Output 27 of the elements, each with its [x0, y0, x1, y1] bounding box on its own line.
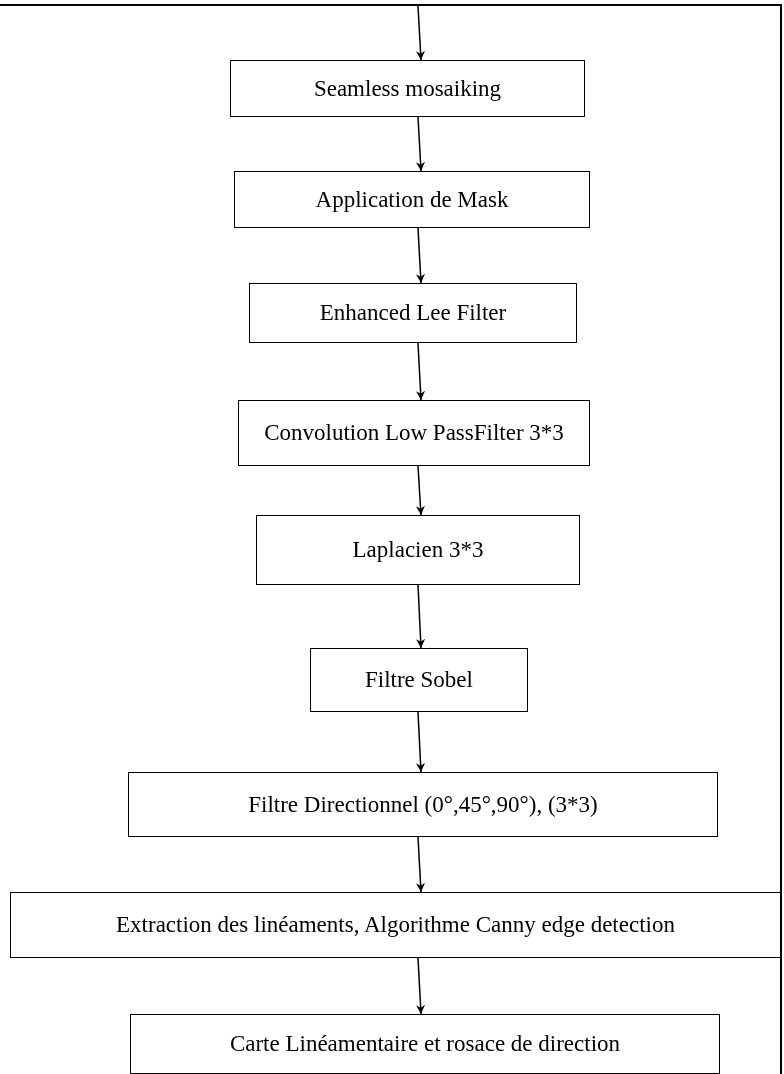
- step-label: Filtre Sobel: [365, 667, 473, 693]
- step-label: Laplacien 3*3: [352, 537, 484, 563]
- step-label: Extraction des linéaments, Algorithme Canny edge detection: [116, 912, 675, 938]
- process-box: [230, 60, 585, 117]
- step-label: Filtre Directionnel (0°,45°,90°), (3*3): [248, 791, 598, 818]
- process-box: [10, 892, 781, 958]
- step-label: Carte Linéamentaire et rosace de direction: [229, 1031, 621, 1057]
- arrow: [415, 465, 425, 516]
- process-box: [256, 515, 580, 585]
- arrow: [416, 342, 425, 401]
- arrow: [416, 227, 425, 284]
- step-label: Enhanced Lee Filter: [319, 300, 507, 326]
- arrow: [416, 116, 425, 172]
- process-box: [310, 648, 528, 712]
- process-box: [238, 400, 590, 466]
- arrow: [416, 711, 426, 773]
- process-box: [249, 283, 577, 343]
- process-box: [128, 772, 718, 837]
- process-box: [130, 1014, 720, 1074]
- arrow: [416, 957, 425, 1015]
- arrow: [416, 5, 425, 61]
- arrow: [416, 584, 426, 649]
- arrow: [416, 836, 425, 893]
- process-box: [234, 171, 590, 228]
- step-label: Convolution Low PassFilter 3*3: [264, 420, 564, 446]
- step-label: Application de Mask: [315, 186, 509, 213]
- step-label: Seamless mosaiking: [313, 75, 502, 102]
